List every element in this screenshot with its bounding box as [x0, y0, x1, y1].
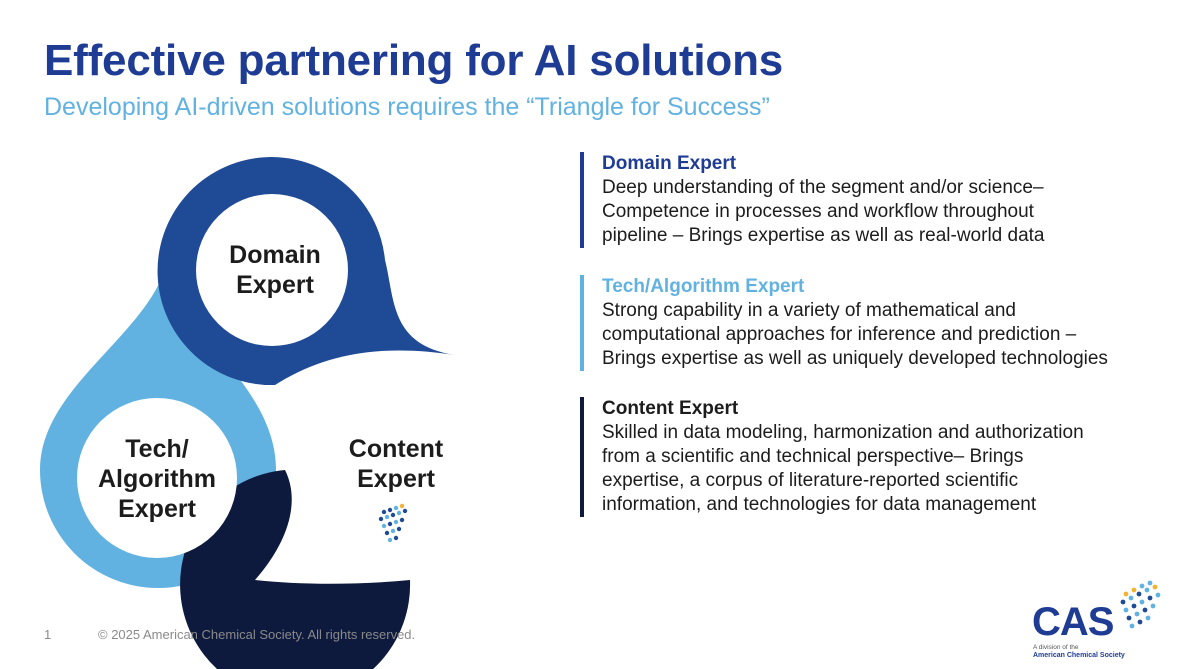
tech-circle [77, 398, 237, 558]
block-heading: Domain Expert [602, 153, 737, 174]
cas-logo-subline: A division of the [1033, 644, 1079, 651]
tech-label-line: Tech/ [125, 435, 189, 463]
slide-title: Effective partnering for AI solutions [44, 36, 784, 85]
content-circle [316, 386, 476, 546]
tech-label: Tech/ Algorithm Expert [80, 434, 234, 524]
page-number: 1 [44, 627, 52, 642]
tech-expert-block: Tech/Algorithm Expert Strong capability … [580, 275, 1180, 371]
block-line: pipeline – Brings expertise as well as r… [602, 225, 1045, 246]
cas-dots-icon [378, 503, 408, 543]
block-line: information, and technologies for data m… [602, 494, 1037, 515]
content-expert-block: Content Expert Skilled in data modeling,… [580, 397, 1180, 517]
domain-circle [196, 194, 348, 346]
block-heading: Content Expert [602, 398, 739, 419]
domain-label-line: Domain [229, 241, 321, 269]
slide-subtitle: Developing AI-driven solutions requires … [44, 93, 770, 121]
block-heading: Tech/Algorithm Expert [602, 276, 805, 297]
domain-label-line: Expert [236, 271, 314, 299]
tech-label-line: Algorithm [97, 465, 217, 493]
tech-label-line: Expert [118, 495, 196, 523]
domain-label: Domain Expert [200, 240, 350, 300]
triangle-diagram [40, 157, 476, 669]
block-line: computational approaches for inference a… [602, 324, 1077, 345]
block-line: Competence in processes and workflow thr… [602, 201, 1034, 222]
content-label: Content Expert [320, 434, 472, 494]
block-line: expertise, a corpus of literature-report… [602, 470, 1019, 491]
block-line: Brings expertise as well as uniquely dev… [602, 348, 1108, 369]
content-label-line: Expert [357, 465, 435, 493]
domain-expert-block: Domain Expert Deep understanding of the … [580, 152, 1180, 248]
content-drop [180, 470, 411, 669]
content-label-line: Content [348, 435, 444, 463]
block-line: Strong capability in a variety of mathem… [602, 300, 1016, 321]
cas-logo-dots-icon [1120, 580, 1161, 629]
block-line: Deep understanding of the segment and/or… [602, 177, 1044, 198]
cas-logo-text: CAS [1032, 600, 1114, 644]
block-line: Skilled in data modeling, harmonization … [602, 422, 1084, 443]
block-line: from a scientific and technical perspect… [602, 446, 1024, 467]
cas-logo-subline: American Chemical Society [1033, 652, 1125, 659]
copyright-text: © 2025 American Chemical Society. All ri… [98, 627, 416, 642]
